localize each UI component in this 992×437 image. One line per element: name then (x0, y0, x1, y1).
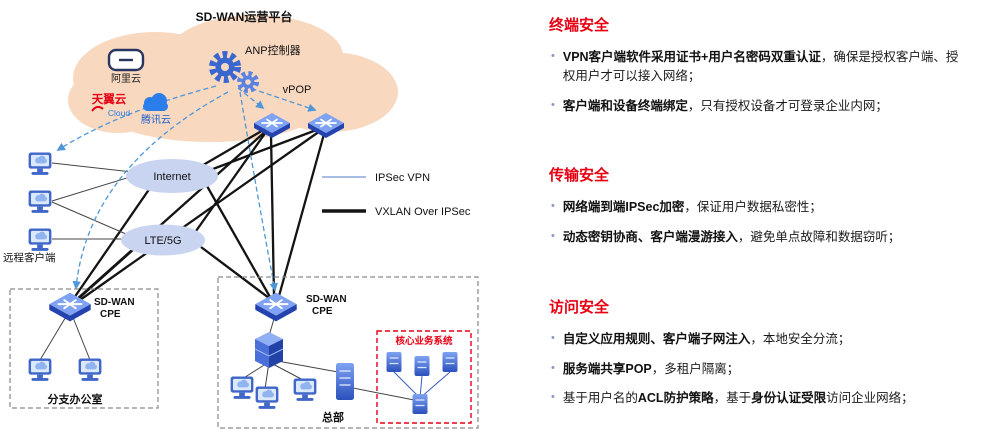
hq-switch-icon (254, 331, 284, 369)
list-item: • 自定义应用规则、客户端子网注入，本地安全分流； (549, 330, 980, 349)
bullet-icon: • (551, 50, 555, 62)
tencent-cloud-logo: 腾讯云 (141, 93, 171, 126)
remote-client-3-icon (28, 228, 52, 251)
network-diagram: Internet LTE/5G SD-WAN运营平台 ANP控 (3, 9, 479, 429)
branch-pc-2-icon (78, 358, 102, 381)
section-access-security: 访问安全 • 自定义应用规则、客户端子网注入，本地安全分流； • 服务端共享PO… (549, 299, 980, 408)
branch-office-box (9, 288, 159, 409)
bullet-icon: • (551, 331, 555, 344)
hq-pc-2-icon (255, 386, 279, 409)
branch-cpe-label-2: CPE (100, 309, 121, 320)
lte-cloud (121, 224, 205, 256)
list-item: • 动态密钥协商、客户端漫游接入，避免单点故障和数据窃听； (549, 228, 980, 247)
access-bullet-list: • 自定义应用规则、客户端子网注入，本地安全分流； • 服务端共享POP，多租户… (549, 330, 980, 408)
transport-bullet-list: • 网络端到端IPSec加密，保证用户数据私密性； • 动态密钥协商、客户端漫游… (549, 198, 980, 247)
remote-client-2-icon (28, 190, 52, 213)
ctyun-label: 天翼云 (92, 93, 127, 106)
remote-client-1-icon (28, 152, 52, 175)
bullet-text: 动态密钥协商、客户端漫游接入，避免单点故障和数据窃听； (562, 230, 901, 244)
branch-cpe-label-1: SD-WAN (94, 297, 135, 308)
section-title-transport: 传输安全 (549, 167, 610, 185)
hq-server-icon (335, 362, 355, 401)
network-diagram-panel: Internet LTE/5G SD-WAN运营平台 ANP控 (3, 9, 479, 429)
tencent-cloud-icon (143, 93, 168, 111)
hq-box (217, 276, 479, 429)
controller-label: ANP控制器 (245, 43, 301, 57)
bullet-icon: • (551, 361, 555, 374)
list-item: • 客户端和设备终端绑定，只有授权设备才可登录企业内网； (549, 97, 980, 116)
core-server-2-icon (413, 355, 431, 377)
bullet-text: 自定义应用规则、客户端子网注入，本地安全分流； (562, 331, 851, 346)
legend-vxlan-label: VXLAN Over IPSec (375, 206, 471, 218)
security-info-panel: 终端安全 • VPN客户端软件采用证书+用户名密码双重认证，确保是授权客户端、授… (535, 0, 992, 437)
lte-label: LTE/5G (144, 235, 181, 247)
alibaba-cloud-logo: 阿里云 (107, 48, 145, 85)
anp-controller-icon (209, 51, 259, 93)
hq-pc-1-icon (230, 376, 254, 399)
section-transport-security: 传输安全 • 网络端到端IPSec加密，保证用户数据私密性； • 动态密钥协商、… (549, 167, 980, 247)
branch-pc-1-icon (28, 358, 52, 381)
access-links (39, 162, 415, 401)
hq-cpe-label-2: CPE (312, 306, 333, 317)
core-server-4-icon (411, 393, 429, 415)
bullet-icon: • (551, 391, 555, 404)
ctyun-sub-label: Cloud (108, 108, 130, 118)
bullet-text: 基于用户名的ACL防护策略，基于身份认证受限访问企业网络； (562, 391, 914, 406)
core-system-box (376, 330, 472, 424)
core-server-1-icon (385, 351, 403, 373)
section-title-terminal: 终端安全 (549, 17, 610, 34)
hq-cpe-label-1: SD-WAN (306, 294, 347, 305)
ctyun-logo: 天翼云 Cloud (91, 93, 130, 118)
internet-label: Internet (153, 171, 190, 183)
platform-title: SD-WAN运营平台 (196, 9, 293, 24)
legend-ipsec-label: IPSec VPN (375, 172, 430, 184)
bullet-icon: • (551, 98, 555, 111)
list-item: • VPN客户端软件采用证书+用户名密码双重认证，确保是授权客户端、授权用户才可… (549, 48, 980, 86)
hq-cpe-icon (254, 291, 298, 323)
terminal-bullet-list: • VPN客户端软件采用证书+用户名密码双重认证，确保是授权客户端、授权用户才可… (549, 48, 980, 115)
section-terminal-security: 终端安全 • VPN客户端软件采用证书+用户名密码双重认证，确保是授权客户端、授… (549, 17, 980, 115)
core-system-label: 核心业务系统 (395, 335, 453, 347)
core-server-3-icon (441, 351, 459, 373)
bullet-text: 服务端共享POP，多租户隔离； (562, 361, 740, 376)
management-links (56, 85, 317, 292)
alibaba-label: 阿里云 (111, 73, 141, 85)
bullet-text: 客户端和设备终端绑定，只有授权设备才可登录企业内网； (562, 98, 888, 113)
list-item: • 基于用户名的ACL防护策略，基于身份认证受限访问企业网络； (549, 389, 980, 408)
remote-clients-label: 远程客户端 (3, 251, 56, 264)
ctyun-swoosh-icon (91, 105, 104, 112)
bullet-text: VPN客户端软件采用证书+用户名密码双重认证，确保是授权客户端、授权用户才可以接… (562, 50, 959, 83)
list-item: • 网络端到端IPSec加密，保证用户数据私密性； (549, 198, 980, 217)
vxlan-links (73, 127, 326, 301)
vpop-label: vPOP (283, 84, 312, 96)
legend: IPSec VPN VXLAN Over IPSec (322, 172, 471, 218)
bullet-icon: • (551, 230, 555, 242)
hq-label: 总部 (322, 410, 344, 424)
hq-pc-3-icon (293, 378, 317, 401)
internet-cloud (126, 159, 218, 193)
bullet-icon: • (551, 200, 555, 213)
list-item: • 服务端共享POP，多租户隔离； (549, 360, 980, 379)
tencent-label: 腾讯云 (141, 113, 171, 126)
branch-label: 分支办公室 (48, 392, 103, 406)
section-title-access: 访问安全 (549, 298, 610, 316)
bullet-text: 网络端到端IPSec加密，保证用户数据私密性； (562, 200, 822, 215)
